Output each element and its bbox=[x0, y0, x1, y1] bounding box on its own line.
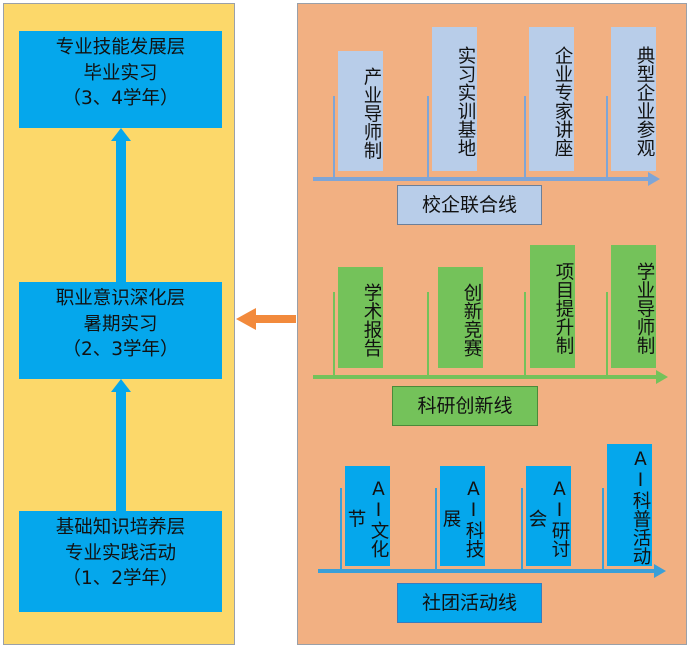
track-tick bbox=[427, 96, 429, 179]
stage-years: （1、2学年） bbox=[62, 568, 179, 589]
stage-title: 专业技能发展层 bbox=[55, 37, 186, 58]
track-label: 校企联合线 bbox=[397, 185, 542, 225]
track-label: 科研创新线 bbox=[392, 386, 538, 426]
track-tick bbox=[524, 96, 526, 179]
stage-connector-bar bbox=[116, 140, 126, 282]
stage-career-awareness: 职业意识深化层 暑期实习 （2、3学年） bbox=[19, 282, 222, 379]
track-baseline bbox=[318, 569, 654, 573]
track-item: 创新竞赛 bbox=[438, 267, 483, 368]
stage-years: （2、3学年） bbox=[62, 339, 179, 360]
track-tick bbox=[602, 488, 604, 571]
track-tick bbox=[521, 488, 523, 571]
stage-title: 基础知识培养层 bbox=[55, 517, 186, 538]
track-tick bbox=[427, 292, 429, 377]
stage-foundation-knowledge: 基础知识培养层 专业实践活动 （1、2学年） bbox=[19, 511, 222, 612]
track-label: 社团活动线 bbox=[397, 583, 542, 623]
right-arrow-head-icon bbox=[648, 172, 660, 186]
track-item: 项目提升制 bbox=[530, 245, 575, 368]
track-item: 学业导师制 bbox=[611, 245, 656, 368]
stage-activity: 毕业实习 bbox=[83, 62, 158, 84]
track-item: 实习实训基地 bbox=[432, 27, 477, 171]
track-tick bbox=[606, 96, 608, 179]
track-tick bbox=[333, 96, 335, 179]
track-tick bbox=[333, 292, 335, 377]
track-item: AI科普活动 bbox=[607, 444, 652, 566]
right-arrow-head-icon bbox=[656, 370, 668, 384]
track-baseline bbox=[313, 375, 656, 379]
stage-activity: 专业实践活动 bbox=[64, 542, 176, 564]
track-tick bbox=[340, 488, 342, 571]
up-arrow-head-icon bbox=[111, 128, 131, 141]
track-tick bbox=[524, 292, 526, 377]
track-baseline bbox=[313, 177, 648, 181]
stage-years: （3、4学年） bbox=[62, 88, 179, 109]
track-tick bbox=[435, 488, 437, 571]
track-item: AI科技展 bbox=[440, 466, 485, 566]
stage-title: 职业意识深化层 bbox=[55, 288, 186, 309]
right-arrow-head-icon bbox=[654, 564, 666, 578]
track-item: 企业专家讲座 bbox=[529, 27, 574, 171]
stage-connector-bar bbox=[116, 391, 126, 511]
track-item: AI文化节 bbox=[345, 466, 390, 566]
up-arrow-head-icon bbox=[111, 379, 131, 392]
track-tick bbox=[606, 292, 608, 377]
track-item: 学术报告 bbox=[338, 267, 383, 368]
stage-professional-skills: 专业技能发展层 毕业实习 （3、4学年） bbox=[19, 31, 222, 128]
left-arrow-icon bbox=[236, 308, 296, 330]
stage-activity: 暑期实习 bbox=[83, 313, 158, 335]
track-item: AI研讨会 bbox=[526, 466, 571, 566]
track-item: 典型企业参观 bbox=[611, 27, 656, 171]
track-item: 产业导师制 bbox=[338, 51, 383, 171]
